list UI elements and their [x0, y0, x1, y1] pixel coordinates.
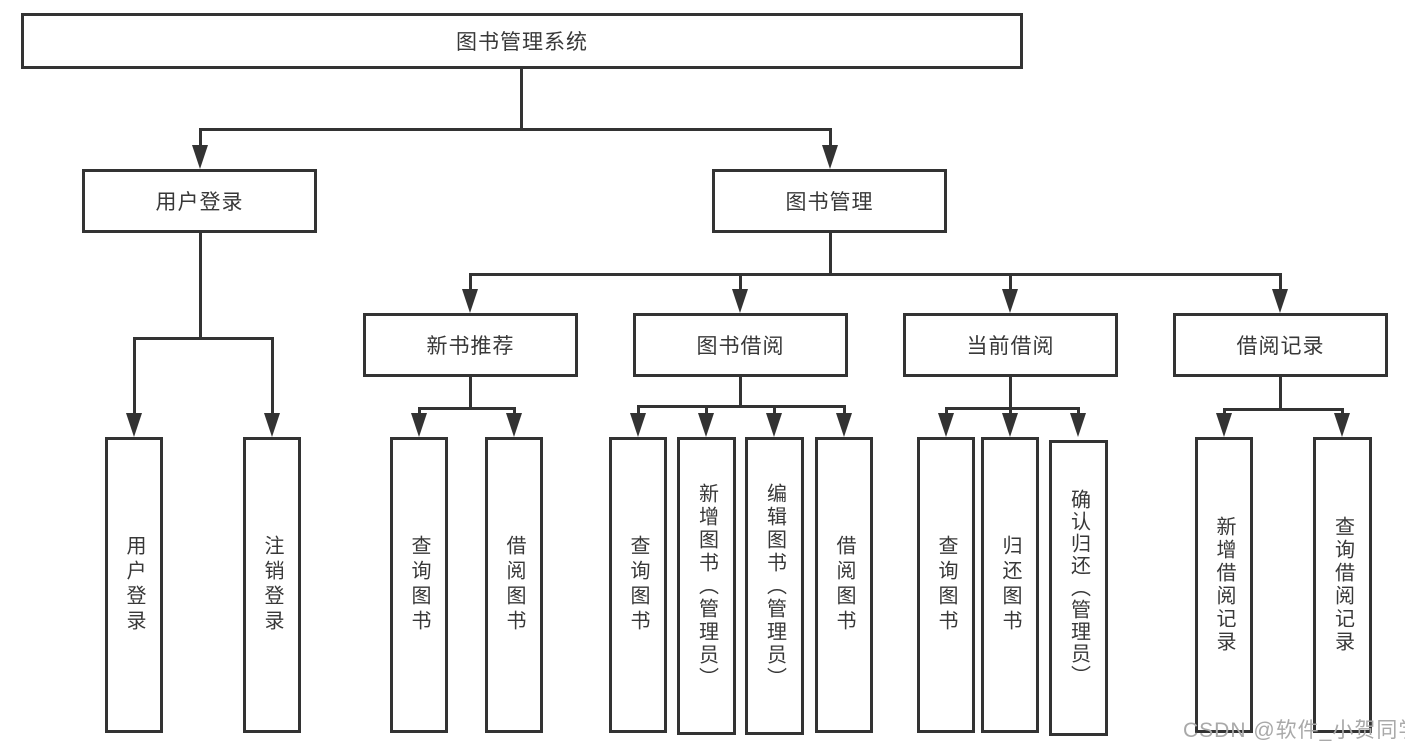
arrowhead-to-logout-leaf [264, 413, 280, 437]
leaf-confirm-return-admin: 确认归还（管理员） [1049, 440, 1108, 736]
arrowhead-to-book-borrow [732, 289, 748, 313]
connector-user-login-stem [199, 233, 202, 340]
node-borrow-records: 借阅记录 [1173, 313, 1388, 377]
connector-new-book-rail [418, 407, 516, 410]
arrowhead-to-query-books-1 [411, 413, 427, 437]
connector-root-stem [520, 69, 523, 129]
leaf-user-login: 用户登录 [105, 437, 163, 733]
leaf-query-books-3: 查询图书 [917, 437, 975, 733]
leaf-add-borrow-record: 新增借阅记录 [1195, 437, 1253, 733]
connector-logout-leaf-drop [271, 337, 274, 419]
connector-book-mgmt-drop [829, 128, 832, 152]
connector-query-books2-drop [637, 405, 640, 419]
connector-borrow-records-drop [1279, 273, 1282, 295]
connector-current-borrow-rail [945, 407, 1080, 410]
arrowhead-to-edit-book [766, 413, 782, 437]
arrowhead-to-book-management [822, 145, 838, 169]
arrowhead-to-borrow-books-1 [506, 413, 522, 437]
arrowhead-to-login-leaf [126, 413, 142, 437]
node-new-book-recommend: 新书推荐 [363, 313, 578, 377]
arrowhead-to-current-borrow [1002, 289, 1018, 313]
arrowhead-to-query-books-2 [630, 413, 646, 437]
arrowhead-to-add-book [698, 413, 714, 437]
node-library-management-system: 图书管理系统 [21, 13, 1023, 69]
arrowhead-to-return-book [1002, 413, 1018, 437]
arrowhead-to-confirm-return [1070, 413, 1086, 437]
connector-new-book-drop [469, 273, 472, 295]
node-user-login: 用户登录 [82, 169, 317, 233]
connector-current-borrow-drop [1009, 273, 1012, 295]
leaf-logout: 注销登录 [243, 437, 301, 733]
connector-user-login-drop [199, 128, 202, 152]
connector-new-book-stem [469, 377, 472, 410]
connector-book-borrow-drop [739, 273, 742, 295]
arrowhead-to-user-login [192, 145, 208, 169]
leaf-add-book-admin: 新增图书（管理员） [677, 437, 736, 735]
arrowhead-to-borrow-records [1272, 289, 1288, 313]
leaf-query-borrow-record: 查询借阅记录 [1313, 437, 1372, 733]
connector-borrow-records-stem [1279, 377, 1282, 411]
connector-edit-book-drop [773, 405, 776, 419]
leaf-edit-book-admin: 编辑图书（管理员） [745, 437, 804, 735]
leaf-query-books-1: 查询图书 [390, 437, 448, 733]
node-book-borrow: 图书借阅 [633, 313, 848, 377]
connector-add-book-drop [705, 405, 708, 419]
leaf-return-book: 归还图书 [981, 437, 1039, 733]
connector-borrow-books2-drop [843, 405, 846, 419]
connector-book-mgmt-stem [829, 233, 832, 276]
arrowhead-to-query-books-3 [938, 413, 954, 437]
arrowhead-to-new-book-recommend [462, 289, 478, 313]
connector-book-borrow-stem [739, 377, 742, 408]
connector-level3-rail [469, 273, 1282, 276]
connector-user-login-rail [133, 337, 274, 340]
connector-login-leaf-drop [133, 337, 136, 419]
leaf-borrow-books-1: 借阅图书 [485, 437, 543, 733]
node-book-management: 图书管理 [712, 169, 947, 233]
connector-borrow-records-rail [1223, 408, 1344, 411]
leaf-borrow-books-2: 借阅图书 [815, 437, 873, 733]
csdn-watermark: CSDN @软件_小贺同学 [1183, 719, 1405, 742]
connector-book-borrow-rail [637, 405, 846, 408]
connector-current-borrow-stem [1009, 377, 1012, 410]
connector-level1-rail [199, 128, 832, 131]
node-current-borrow: 当前借阅 [903, 313, 1118, 377]
leaf-query-books-2: 查询图书 [609, 437, 667, 733]
arrowhead-to-borrow-books-2 [836, 413, 852, 437]
arrowhead-to-add-borrow-record [1216, 413, 1232, 437]
arrowhead-to-query-borrow-record [1334, 413, 1350, 437]
